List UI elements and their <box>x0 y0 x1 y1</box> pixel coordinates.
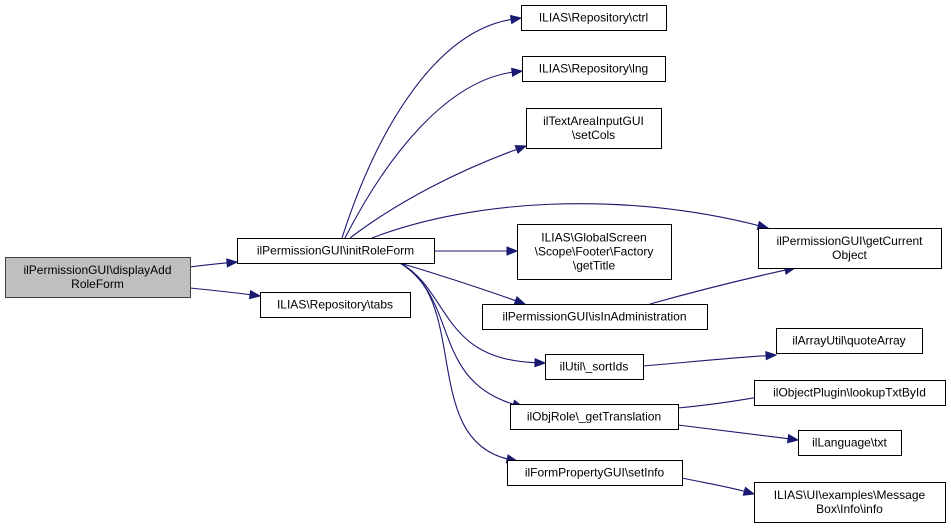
node-box[interactable] <box>482 304 708 330</box>
arrowhead-icon <box>510 67 524 78</box>
node-box[interactable] <box>526 108 662 149</box>
node-label: \getTitle <box>573 259 616 273</box>
node-label: ILIAS\UI\examples\Message <box>774 488 926 502</box>
node-box[interactable] <box>545 354 644 380</box>
arrowhead-icon <box>514 145 528 155</box>
edge-line <box>642 354 769 367</box>
arrowhead-icon <box>509 14 523 25</box>
edges-layer <box>189 14 800 496</box>
node-label: ilObjRole\_getTranslation <box>527 410 661 424</box>
edge-line <box>344 71 515 239</box>
edge-line <box>341 18 514 239</box>
edge-line <box>371 203 761 239</box>
node-box[interactable] <box>237 238 435 264</box>
arrowhead-icon <box>226 258 239 268</box>
node-box[interactable] <box>776 328 923 354</box>
arrowhead-icon <box>786 433 800 444</box>
node-setCols[interactable]: ilTextAreaInputGUI\setCols <box>526 108 662 149</box>
edge-displayAddRoleForm-to-tabs <box>189 287 262 300</box>
node-lng[interactable]: ILIAS\Repository\lng <box>522 56 666 82</box>
node-box[interactable] <box>260 292 411 318</box>
node-label: ilUtil\_sortIds <box>560 360 629 374</box>
edge-initRoleForm-to-getTranslation <box>399 262 525 409</box>
edge-line <box>681 477 747 493</box>
edge-initRoleForm-to-setInfo <box>399 262 519 464</box>
edge-line <box>399 262 510 460</box>
arrowhead-icon <box>742 486 756 496</box>
node-getTranslation[interactable]: ilObjRole\_getTranslation <box>510 404 679 430</box>
node-label: ILIAS\Repository\lng <box>539 62 648 76</box>
node-isInAdministration[interactable]: ilPermissionGUI\isInAdministration <box>482 304 708 330</box>
node-label: ilPermissionGUI\displayAdd <box>23 263 171 277</box>
edge-line <box>189 287 253 296</box>
edge-initRoleForm-to-lng <box>344 67 524 239</box>
node-label: ilArrayUtil\quoteArray <box>792 334 905 348</box>
edge-initRoleForm-to-ctrl <box>341 14 523 239</box>
arrowhead-icon <box>765 350 778 361</box>
node-box[interactable] <box>754 482 946 523</box>
node-label: ilTextAreaInputGUI <box>543 114 644 128</box>
node-box[interactable] <box>517 224 672 280</box>
edge-displayAddRoleForm-to-initRoleForm <box>189 258 239 268</box>
edge-sortIds-to-quoteArray <box>642 350 778 367</box>
node-box[interactable] <box>798 430 902 456</box>
node-label: Object <box>832 248 867 262</box>
edge-initRoleForm-to-setCols <box>349 145 528 239</box>
node-initRoleForm[interactable]: ilPermissionGUI\initRoleForm <box>237 238 435 264</box>
node-getTitle[interactable]: ILIAS\GlobalScreen\Scope\Footer\Factory\… <box>517 224 672 280</box>
edge-line <box>649 269 788 305</box>
node-label: ILIAS\Repository\tabs <box>277 298 393 312</box>
node-txt[interactable]: ilLanguage\txt <box>798 430 902 456</box>
node-label: ilFormPropertyGUI\setInfo <box>525 466 665 480</box>
node-label: \Scope\Footer\Factory <box>535 245 654 259</box>
nodes-layer: ilPermissionGUI\displayAddRoleFormilPerm… <box>5 5 946 523</box>
node-quoteArray[interactable]: ilArrayUtil\quoteArray <box>776 328 923 354</box>
node-label: \setCols <box>572 128 615 142</box>
edge-line <box>349 148 519 239</box>
node-box[interactable] <box>521 5 667 31</box>
node-ctrl[interactable]: ILIAS\Repository\ctrl <box>521 5 667 31</box>
node-box[interactable] <box>522 56 666 82</box>
node-lookupTxtById[interactable]: ilObjectPlugin\lookupTxtById <box>754 380 946 406</box>
node-label: ilPermissionGUI\getCurrent <box>776 234 923 248</box>
edge-line <box>189 262 230 268</box>
arrowhead-icon <box>506 246 519 256</box>
root-node-box[interactable] <box>5 257 191 298</box>
edge-initRoleForm-to-isInAdministration <box>399 262 527 305</box>
node-label: ILIAS\GlobalScreen <box>541 231 646 245</box>
node-label: ilPermissionGUI\isInAdministration <box>502 310 686 324</box>
node-tabs[interactable]: ILIAS\Repository\tabs <box>260 292 411 318</box>
node-box[interactable] <box>507 460 683 486</box>
edge-line <box>677 396 758 409</box>
edge-setInfo-to-messageBoxInfo <box>681 477 756 496</box>
edge-initRoleForm-to-getTitle <box>434 246 519 256</box>
node-box[interactable] <box>510 404 679 430</box>
node-label: ilPermissionGUI\initRoleForm <box>257 244 414 258</box>
edge-line <box>399 262 516 406</box>
edge-getTranslation-to-lookupTxtById <box>677 393 767 409</box>
node-label: ilLanguage\txt <box>812 436 887 450</box>
node-sortIds[interactable]: ilUtil\_sortIds <box>545 354 644 380</box>
arrowhead-icon <box>513 296 527 305</box>
node-box[interactable] <box>758 228 942 269</box>
node-setInfo[interactable]: ilFormPropertyGUI\setInfo <box>507 460 683 486</box>
node-label: Box\Info\info <box>816 502 883 516</box>
node-label: ilObjectPlugin\lookupTxtById <box>773 386 926 400</box>
arrowhead-icon <box>248 289 262 300</box>
node-label: ILIAS\Repository\ctrl <box>539 11 648 25</box>
arrowhead-icon <box>534 357 547 368</box>
edge-getTranslation-to-txt <box>677 424 800 444</box>
node-label: RoleForm <box>71 277 124 291</box>
edge-line <box>399 262 518 302</box>
edge-line <box>677 424 791 440</box>
node-box[interactable] <box>754 380 946 406</box>
